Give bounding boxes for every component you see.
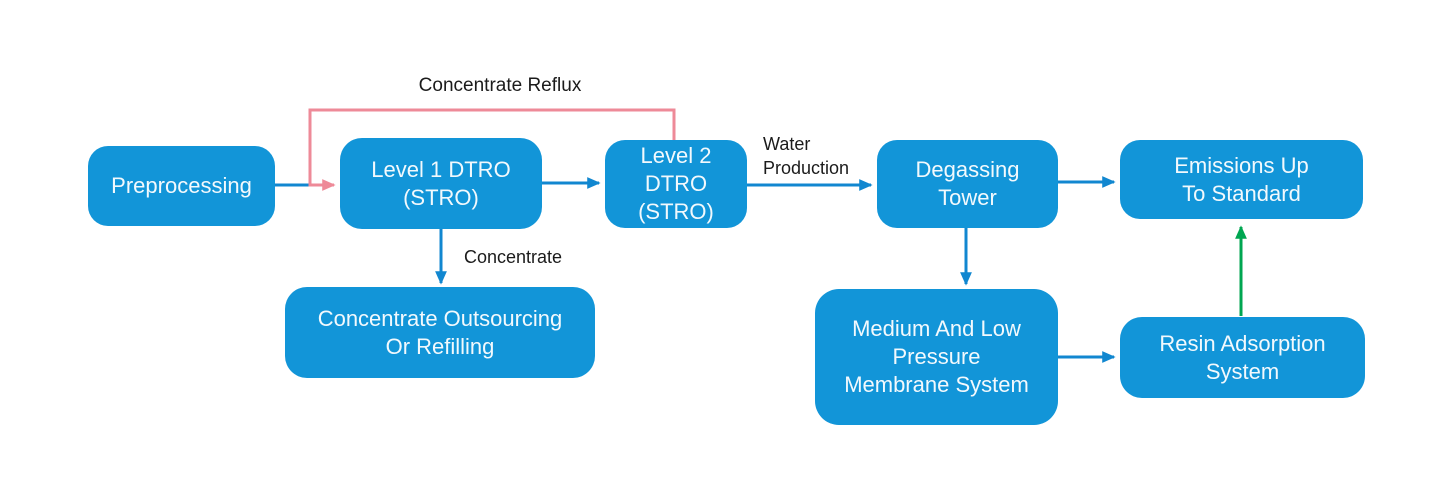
node-emissions-up-to-standard: Emissions Up To Standard [1120, 140, 1363, 219]
node-resin-adsorption: Resin Adsorption System [1120, 317, 1365, 398]
node-concentrate-outsourcing: Concentrate Outsourcing Or Refilling [285, 287, 595, 378]
node-membrane-system: Medium And Low Pressure Membrane System [815, 289, 1058, 425]
edge-concentrate-reflux [308, 108, 676, 191]
label-water-production: Water Production [763, 134, 850, 179]
node-level2-dtro: Level 2 DTRO (STRO) [605, 140, 747, 228]
node-preprocessing: Preprocessing [88, 146, 275, 226]
label-concentrate-reflux: Concentrate Reflux [418, 75, 582, 96]
node-level1-dtro: Level 1 DTRO (STRO) [340, 138, 542, 229]
node-degassing-tower: Degassing Tower [877, 140, 1058, 228]
label-concentrate: Concentrate [464, 247, 563, 267]
